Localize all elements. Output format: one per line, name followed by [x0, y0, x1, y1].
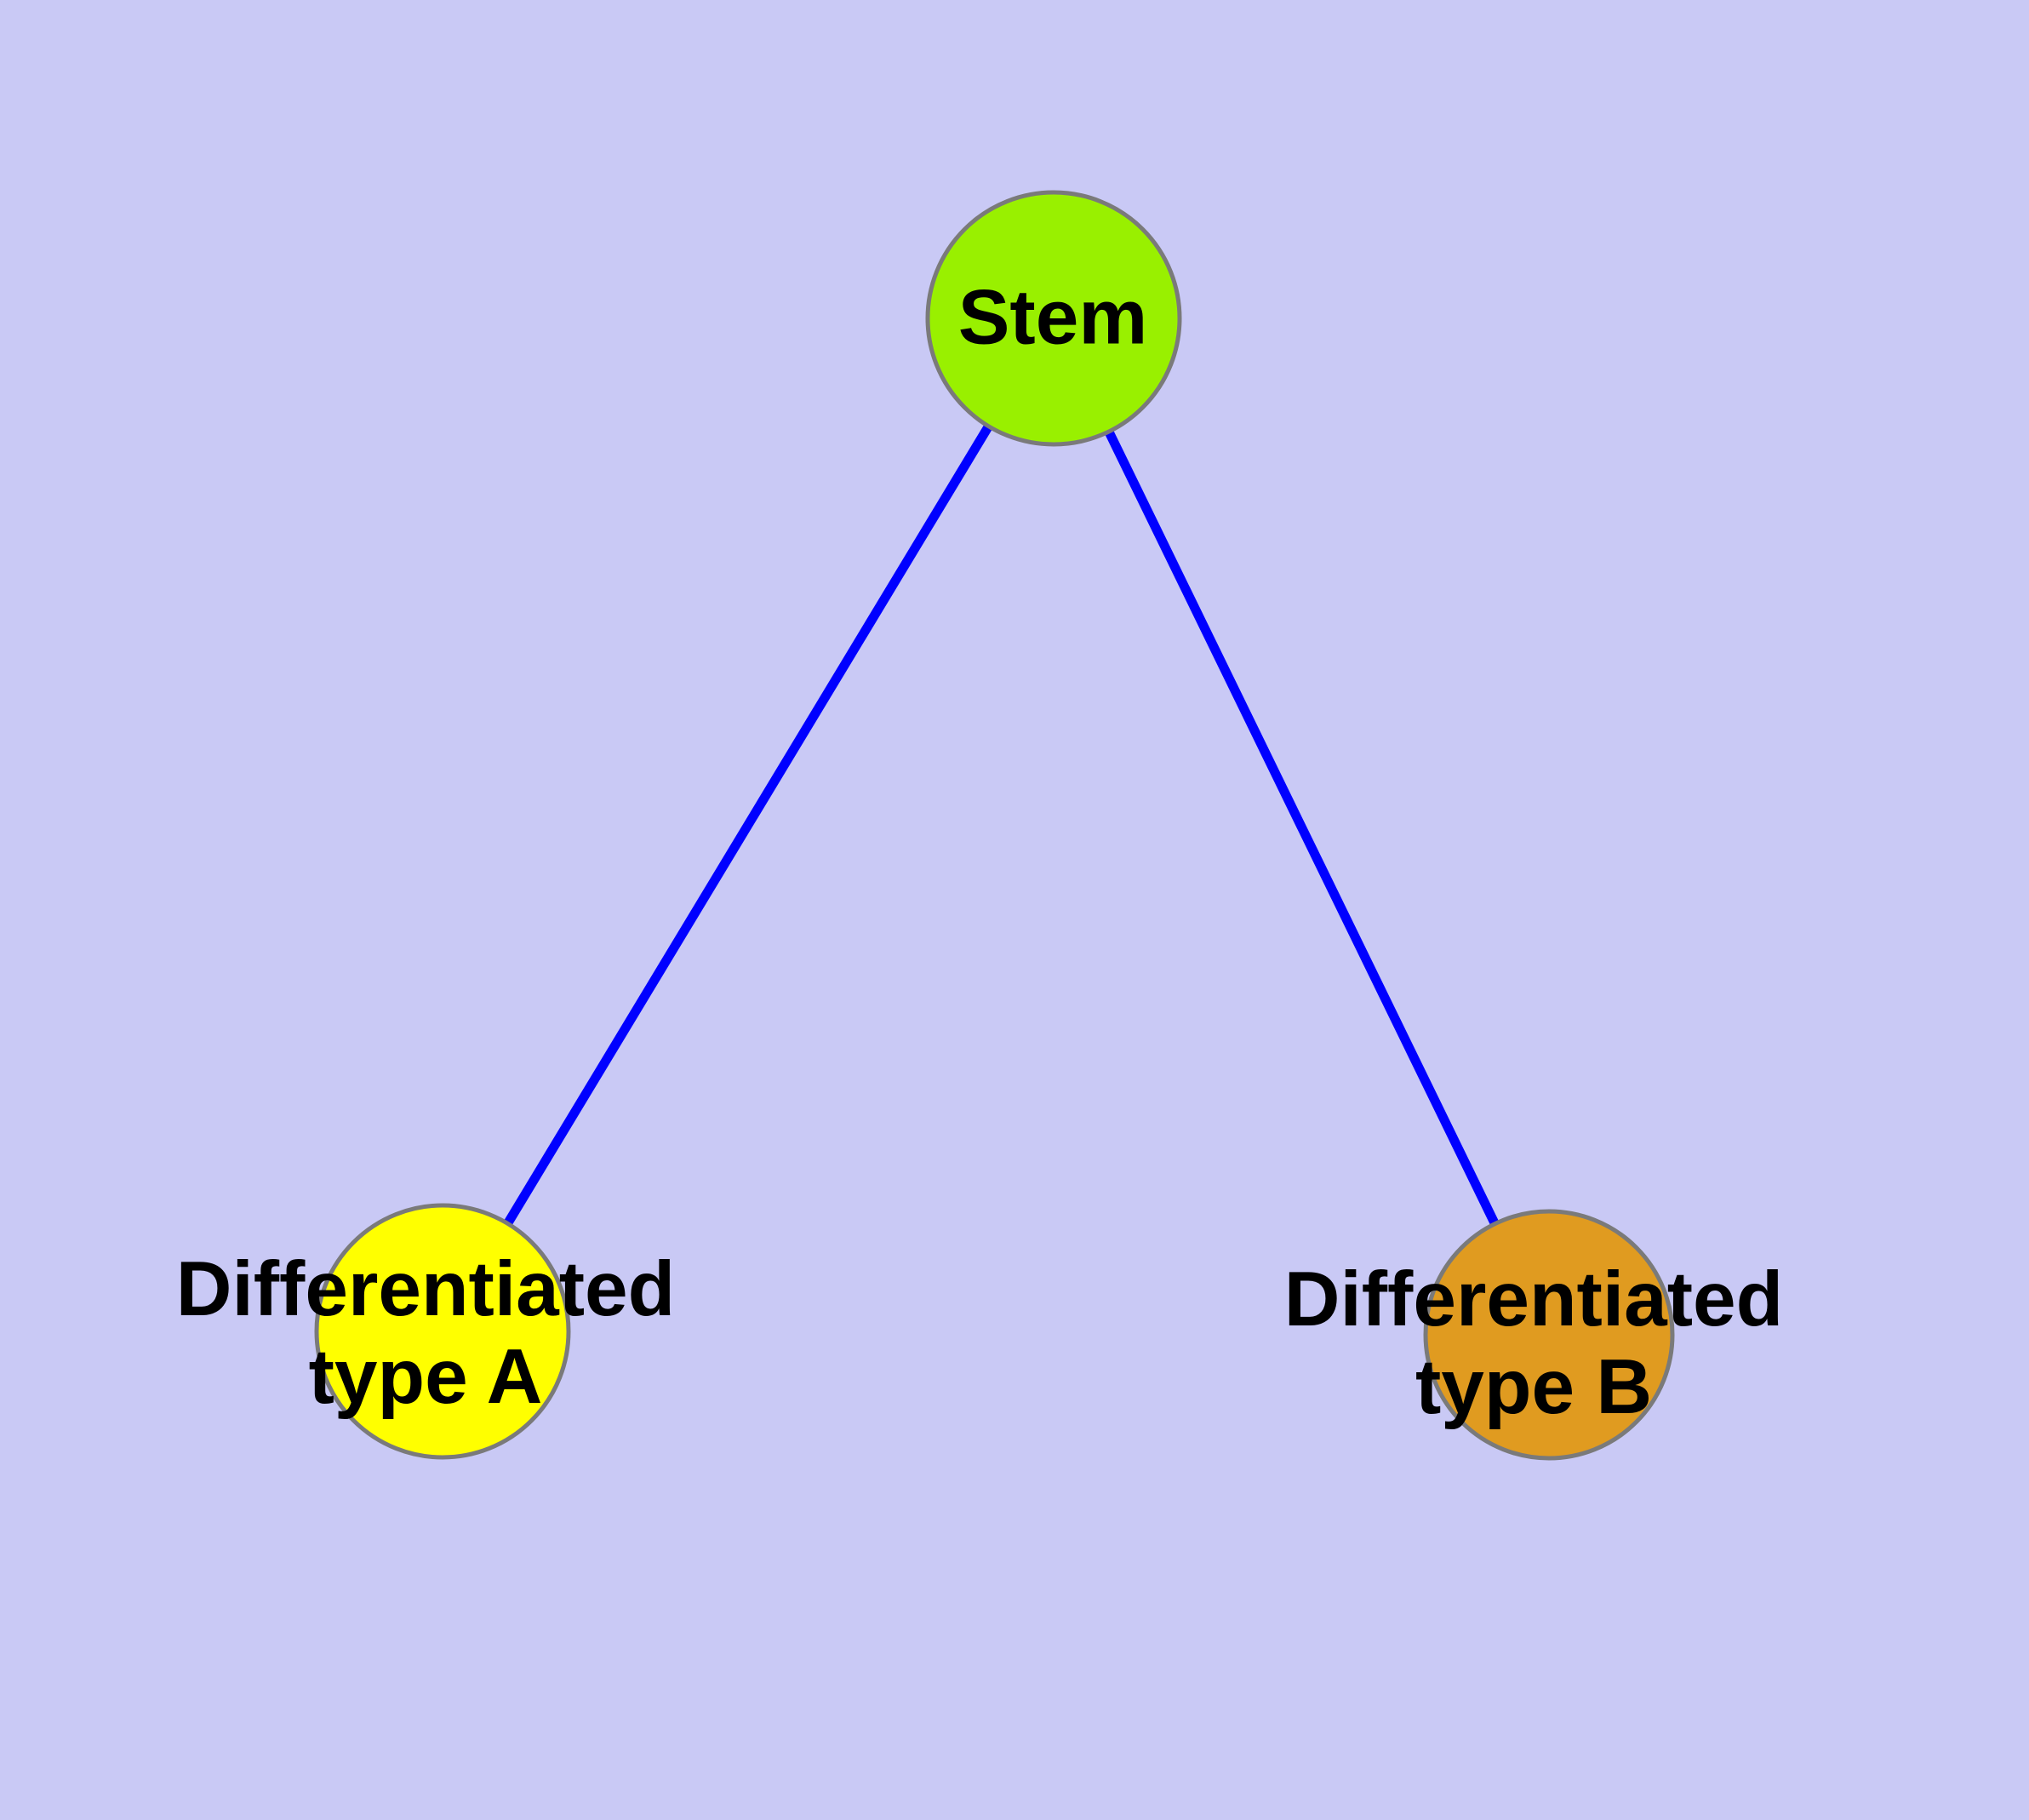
stem-label-text: Stem — [957, 274, 1148, 361]
edge-stem-to-type-b — [1049, 313, 1554, 1340]
type-b-label-line1: Differentiated — [1283, 1256, 1784, 1342]
type-b-label-line2: type B — [1415, 1344, 1653, 1430]
type-b-node-circle — [1423, 1209, 1675, 1461]
type-a-label-line1: Differentiated — [175, 1246, 676, 1332]
type-b-node-label: Differentiated type B — [1284, 1256, 1784, 1431]
type-a-label-line2: type A — [308, 1334, 543, 1420]
type-a-node-label: Differentiated type A — [176, 1245, 676, 1421]
stem-node-label: Stem — [958, 274, 1148, 362]
stem-node-circle — [925, 190, 1182, 447]
edge-stem-to-type-a — [437, 313, 1059, 1336]
type-a-node-circle — [314, 1203, 571, 1460]
